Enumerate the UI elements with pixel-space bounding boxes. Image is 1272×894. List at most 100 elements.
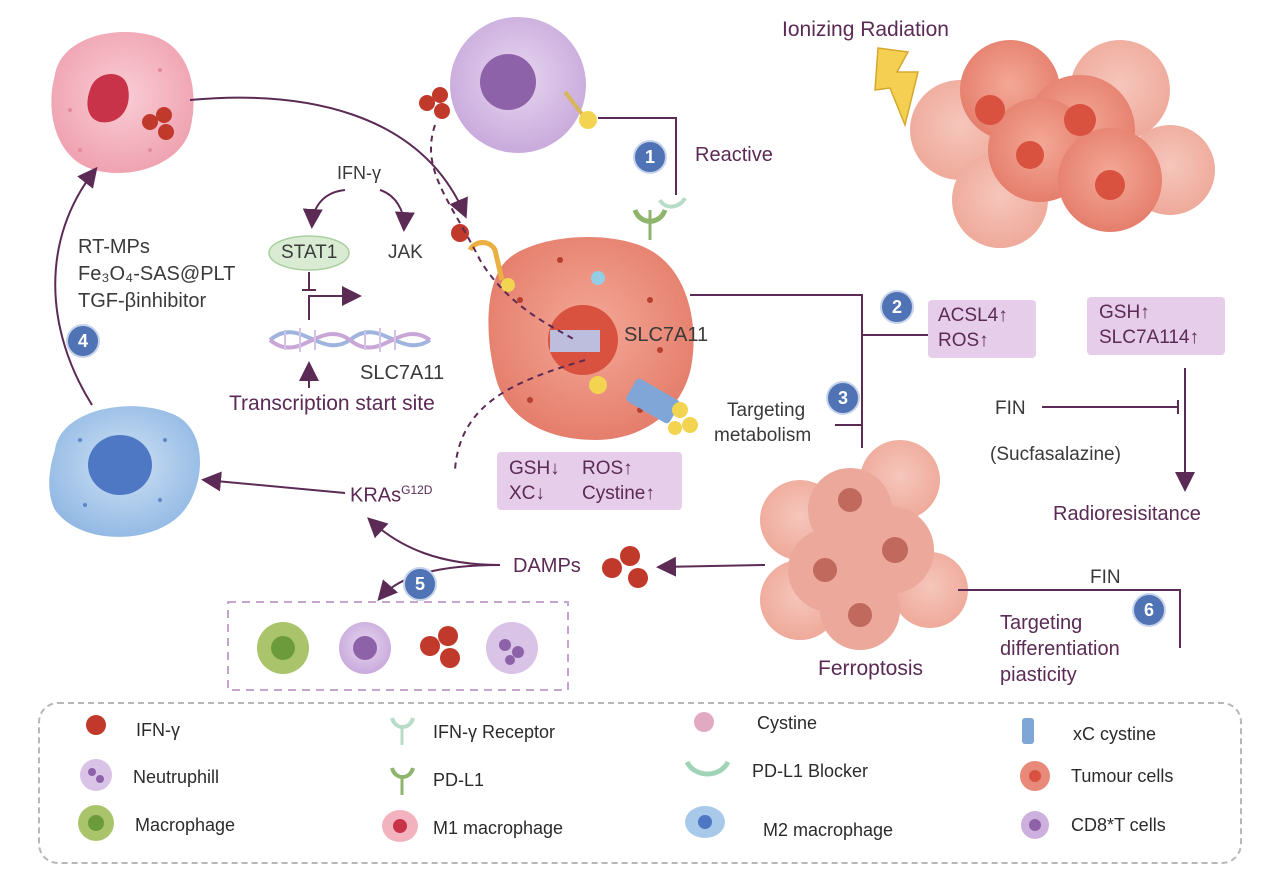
m1-macrophage-cell xyxy=(51,31,194,174)
targeting-diff-label-2: differentiation xyxy=(1000,638,1120,660)
rt-mps-label: RT-MPs xyxy=(78,236,150,258)
ferroptosis-cluster xyxy=(760,440,968,650)
legend-cystine-label: Cystine xyxy=(757,713,818,733)
lightning-icon xyxy=(874,47,919,128)
jak-label: JAK xyxy=(388,242,423,263)
ifn-gamma-cluster-top xyxy=(419,87,450,119)
damps-label: DAMPs xyxy=(513,555,581,577)
cd8-t-cell-box xyxy=(339,622,391,674)
ferroptosis-label: Ferroptosis xyxy=(818,657,924,680)
kras-label: KRAsG12D xyxy=(350,483,432,508)
kras-text: KRAs xyxy=(350,484,402,507)
line-reactive xyxy=(598,117,677,195)
arrow-damps-to-kras xyxy=(367,517,501,566)
legend-pd-l1-icon xyxy=(390,767,415,795)
legend-m2-macrophage-icon xyxy=(685,806,725,838)
legend xyxy=(38,702,1242,864)
legend-xc-cystine-label: xC cystine xyxy=(1073,724,1157,744)
legend-m2-macrophage-label: M2 macrophage xyxy=(763,820,894,840)
arrow-kras-to-m2 xyxy=(201,471,346,494)
legend-tumour-icon xyxy=(1020,761,1050,791)
targeting-metabolism-label-1: Targeting xyxy=(727,400,806,421)
sucfasalazine-label: (Sucfasalazine) xyxy=(990,444,1121,465)
dashed-t-cell-to-tumour xyxy=(430,124,576,341)
slc7a114-text: SLC7A114↑ xyxy=(1099,327,1199,348)
central-tumour-cell xyxy=(467,196,698,440)
legend-pd-l1-label: PD-L1 xyxy=(433,770,485,790)
legend-ifn-receptor-icon xyxy=(390,717,415,745)
reactive-label: Reactive xyxy=(695,144,773,166)
transcription-start-site-label: Transcription start site xyxy=(229,392,435,415)
fe3o4-sas-label: Fe₃O₄-SAS@PLT xyxy=(78,263,236,285)
legend-tumour-cells-label: Tumour cells xyxy=(1071,766,1174,786)
neutrophil-cell-box xyxy=(486,622,538,674)
legend-macrophage-label: Macrophage xyxy=(135,815,236,835)
legend-pd-l1-blocker-label: PD-L1 Blocker xyxy=(752,761,869,781)
targeting-diff-label-1: Targeting xyxy=(1000,612,1083,634)
arrow-ifn-to-jak xyxy=(379,189,415,232)
legend-cystine-icon xyxy=(694,712,714,732)
line-ferroptosis-fin xyxy=(958,589,1181,648)
step-badge-5: 5 xyxy=(403,567,437,601)
arrow-m2-to-m1 xyxy=(54,166,98,406)
ifn-gamma-cluster-box xyxy=(420,626,460,668)
acsl4-text: ACSL4↑ xyxy=(938,305,1008,326)
ionizing-radiation-label: Ionizing Radiation xyxy=(782,18,949,41)
legend-ifn-gamma-label: IFN-γ xyxy=(136,720,180,740)
fin-top-label: FIN xyxy=(1090,567,1121,588)
inhibit-fin xyxy=(1042,400,1179,414)
legend-pd-l1-blocker-icon xyxy=(684,760,731,777)
legend-cd8-icon xyxy=(1021,811,1049,839)
dna-helix xyxy=(268,328,432,352)
arrow-ifn-to-stat1 xyxy=(302,189,346,229)
stat1-label: STAT1 xyxy=(281,242,338,263)
arrow-ferroptosis-to-damps xyxy=(656,556,766,577)
targeting-diff-label-3: piasticity xyxy=(1000,664,1077,686)
radioresistance-label: Radioresisitance xyxy=(1053,503,1201,525)
cystine-up-text: Cystine↑ xyxy=(582,483,655,504)
legend-neutrophil-label: Neutruphill xyxy=(133,767,220,787)
targeting-metabolism-label-2: metabolism xyxy=(714,425,812,446)
legend-ifn-gamma-icon xyxy=(86,715,106,735)
tgf-beta-label: TGF-βinhibitor xyxy=(78,290,207,312)
step-badge-2: 2 xyxy=(880,290,914,324)
legend-m1-macrophage-icon xyxy=(382,810,418,842)
macrophage-cell-box xyxy=(257,622,309,674)
legend-ifn-receptor-label: IFN-γ Receptor xyxy=(433,722,556,742)
slc7a11-dna-label: SLC7A11 xyxy=(360,362,445,384)
fin-right-label: FIN xyxy=(995,398,1026,419)
line-tumour-metabolism xyxy=(690,294,863,448)
cd8-t-cell-top xyxy=(450,17,597,153)
tumour-cluster-top-right xyxy=(910,40,1215,248)
ros-up2-text: ROS↑ xyxy=(582,458,633,479)
arrow-m1-to-tumour xyxy=(189,96,468,219)
inhibit-stat1 xyxy=(302,272,316,291)
step-badge-1: 1 xyxy=(633,140,667,174)
xc-down-text: XC↓ xyxy=(509,483,545,504)
immune-cells-box xyxy=(227,601,569,691)
gsh-down-text: GSH↓ xyxy=(509,458,560,479)
kras-mutation: G12D xyxy=(401,483,433,497)
legend-neutrophil-icon xyxy=(80,759,112,791)
step-badge-3: 3 xyxy=(826,381,860,415)
m2-macrophage-cell xyxy=(49,406,200,537)
ros-up-text: ROS↑ xyxy=(938,330,989,351)
legend-m1-macrophage-label: M1 macrophage xyxy=(433,818,564,838)
ifn-gamma-label: IFN-γ xyxy=(337,163,381,183)
step-badge-4: 4 xyxy=(66,324,100,358)
dashed-tumour-to-kras xyxy=(454,359,586,471)
legend-macrophage-icon xyxy=(78,805,114,841)
slc7a11-cell-label: SLC7A11 xyxy=(624,324,709,346)
acsl4-ros-box: ACSL4↑ ROS↑ xyxy=(928,300,1036,358)
legend-cd8-label: CD8*T cells xyxy=(1071,815,1166,835)
ifn-gamma-dot-center xyxy=(451,224,469,242)
step-badge-6: 6 xyxy=(1132,593,1166,627)
gsh-slc7a114-box: GSH↑ SLC7A114↑ xyxy=(1087,297,1225,355)
stat1-oval xyxy=(268,235,350,271)
damps-cluster xyxy=(602,546,648,588)
arrow-promoter xyxy=(308,286,362,320)
gsh-up-text: GSH↑ xyxy=(1099,302,1150,323)
legend-xc-cystine-icon xyxy=(1022,718,1034,744)
